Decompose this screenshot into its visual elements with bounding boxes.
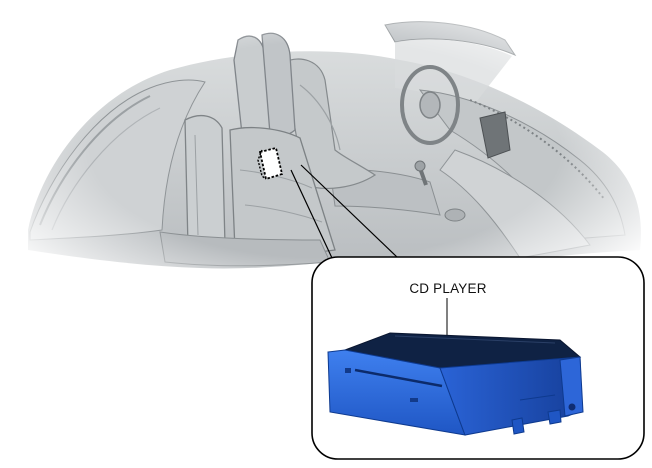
cd-player-tab-1 [511,417,525,435]
cd-player-tab-2 [547,409,562,425]
callout-label: CD PLAYER [409,281,487,296]
location-marker-icon [257,146,284,181]
cd-player-top-edge [394,335,556,344]
leader-line-right [300,164,399,259]
marker-side [257,149,267,180]
cd-player-disc-slot [354,368,443,388]
marker-box [258,146,284,181]
cd-player-unit-illustration [327,332,584,436]
edge-fade [0,0,652,300]
car-cutaway-illustration [0,0,652,300]
cd-player-bracket [559,356,584,417]
cd-player-side-ridge [519,394,556,401]
cd-player-screw [568,403,576,411]
cd-player-button-1 [345,368,351,373]
leader-line-left [290,169,333,259]
cd-player-button-2 [410,398,418,402]
